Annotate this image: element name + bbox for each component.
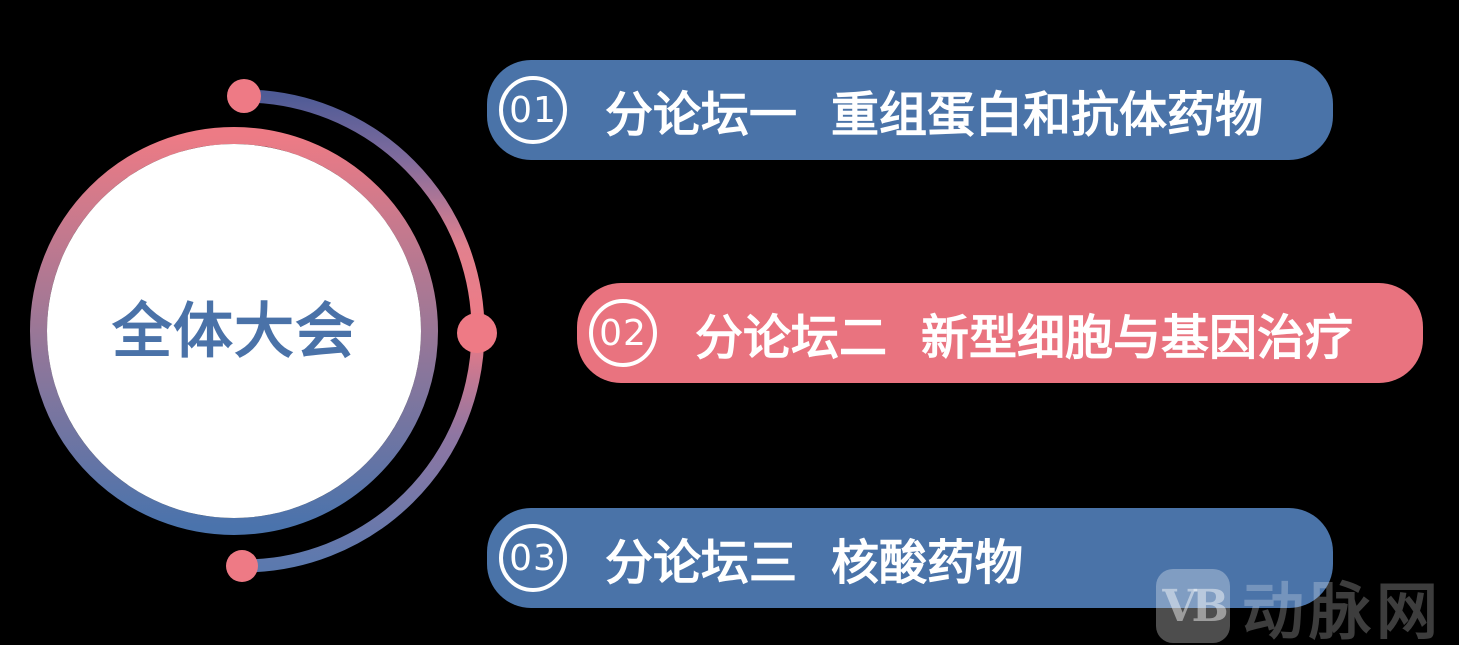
plenary-circle-diagram [30,79,497,582]
watermark-brand-text: 动脉网 [1242,578,1444,645]
orbit-dot-bottom [226,550,258,582]
forum-title: 分论坛一 [605,89,798,142]
forum-bar-1: 01 分论坛一 重组蛋白和抗体药物 [487,60,1333,160]
forum-title: 分论坛二 [695,312,888,365]
forum-topic: 新型细胞与基因治疗 [921,312,1354,365]
forum-topic: 重组蛋白和抗体药物 [831,89,1264,142]
watermark: VB 动脉网 [1156,561,1443,645]
forum-bar-3: 03 分论坛三 核酸药物 [487,508,1333,608]
center-circle-ring [30,127,438,535]
forum-number-badge: 03 [499,524,567,592]
orbit-dot-top [227,79,261,113]
center-circle-fill [47,144,421,518]
forum-number-badge: 02 [589,299,657,367]
vb-logo-icon: VB [1156,569,1230,643]
forum-number-badge: 01 [499,76,567,144]
plenary-session-label: 全体大会 [112,298,356,365]
orbit-dot-right [457,313,497,353]
forum-title: 分论坛三 [605,537,798,590]
forum-bar-2: 02 分论坛二 新型细胞与基因治疗 [577,283,1423,383]
forum-topic: 核酸药物 [831,537,1024,590]
